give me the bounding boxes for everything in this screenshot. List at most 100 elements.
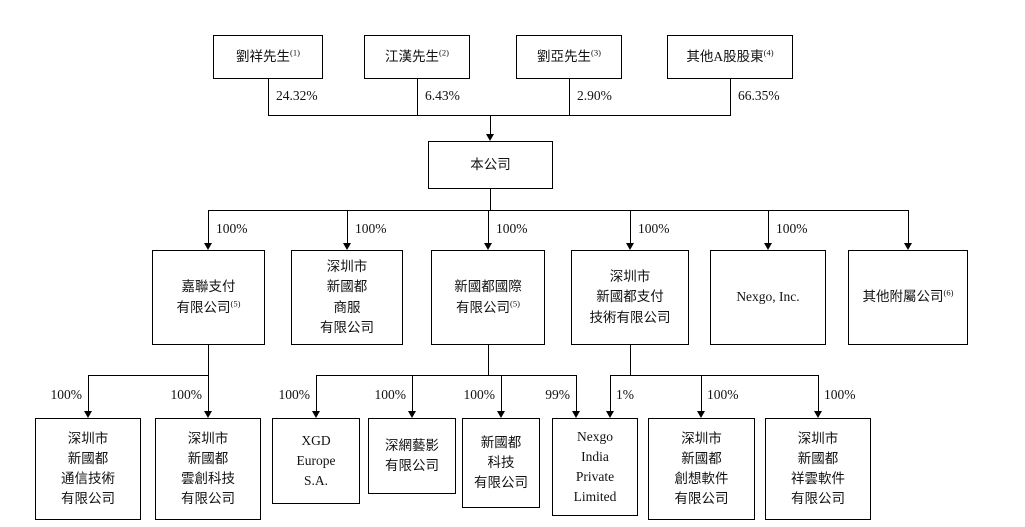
shareholder-box-liuya: 劉亞先生(3) (516, 35, 622, 79)
box-line: 新國都 (797, 450, 839, 466)
connector-line (268, 79, 269, 115)
box-line: S.A. (303, 473, 328, 489)
pct-xgd-europe: 100% (278, 387, 311, 402)
pct-jialian: 100% (216, 221, 248, 236)
box-line: Europe (296, 452, 336, 468)
sub2-box-yunchuang-tech: 深圳市 新國都 雲創科技 有限公司 (155, 418, 261, 520)
box-line: 深圳市 (609, 269, 651, 285)
connector-line (417, 79, 418, 115)
arrowhead-icon (606, 411, 614, 418)
connector-line (490, 115, 491, 134)
pct-xgd-international: 100% (496, 221, 528, 236)
box-line: Nexgo (577, 428, 613, 444)
box-line: 有限公司(5) (177, 298, 241, 318)
box-line: 有限公司 (474, 475, 528, 491)
subsidiary-box-other-subsidiaries: 其他附屬公司(6) (848, 250, 968, 345)
footnote-ref: (2) (439, 47, 449, 58)
pct-nexgo-inc: 100% (776, 221, 808, 236)
box-line: 深網藝影 (385, 437, 439, 453)
connector-line (412, 375, 413, 411)
sub2-box-shenwang-yiying: 深網藝影 有限公司 (368, 418, 456, 494)
arrowhead-icon (312, 411, 320, 418)
arrowhead-icon (764, 243, 772, 250)
connector-line (208, 210, 209, 243)
connector-line (768, 210, 769, 243)
pct-nexgo-india-1: 1% (616, 387, 634, 402)
shareholder-box-other-a-shareholders: 其他A股股東(4) (667, 35, 793, 79)
connector-line (316, 375, 577, 376)
box-line-text: 其他A股股東 (686, 48, 764, 64)
box-line: 劉祥先生(1) (236, 47, 300, 67)
connector-line (630, 345, 631, 375)
pct-xgd-technology: 100% (463, 387, 496, 402)
subsidiary-box-payment-technology: 深圳市 新國都支付 技術有限公司 (571, 250, 689, 345)
connector-line (908, 210, 909, 243)
box-line-text: 江漢先生 (385, 48, 440, 64)
footnote-ref: (5) (230, 298, 241, 308)
box-line: 深圳市 (326, 259, 368, 274)
box-line: 劉亞先生(3) (537, 47, 601, 67)
subsidiary-box-nexgo-inc: Nexgo, Inc. (710, 250, 826, 345)
arrowhead-icon (486, 134, 494, 141)
arrowhead-icon (904, 243, 912, 250)
box-line: 有限公司 (181, 491, 235, 507)
footnote-ref: (5) (510, 298, 520, 308)
footnote-ref: (1) (290, 47, 300, 58)
connector-line (630, 210, 631, 243)
box-line: 有限公司 (791, 491, 845, 507)
pct-chuangxiang-software: 100% (707, 387, 739, 402)
box-line: 有限公司 (385, 458, 439, 473)
connector-line (569, 79, 570, 115)
connector-line (268, 115, 731, 116)
box-line: 深圳市 (797, 430, 839, 446)
box-line-text: 其他附屬公司 (862, 289, 944, 305)
pct-liuya: 2.90% (577, 88, 612, 103)
box-line: 新國都國際 (454, 279, 522, 295)
box-line: 有限公司 (61, 491, 115, 507)
footnote-ref: (3) (591, 47, 601, 58)
box-line: 祥雲軟件 (791, 471, 845, 486)
box-line: 新國都支付 (596, 289, 664, 305)
box-line: 其他A股股東(4) (686, 47, 773, 67)
company-box: 本公司 (428, 141, 553, 189)
box-line: 新國都 (480, 434, 522, 450)
box-line: India (581, 448, 609, 464)
sub2-box-nexgo-india: Nexgo India Private Limited (552, 418, 638, 516)
box-line: 其他附屬公司(6) (863, 287, 954, 307)
subsidiary-box-xgd-international: 新國都國際 有限公司(5) (431, 250, 545, 345)
connector-line (490, 189, 491, 210)
box-line-text: 有限公司 (456, 299, 511, 315)
pct-yunchuang-tech: 100% (170, 387, 203, 402)
arrowhead-icon (408, 411, 416, 418)
box-line: 科技 (487, 454, 515, 470)
subsidiary-box-jialian-payment: 嘉聯支付 有限公司(5) (152, 250, 265, 345)
box-line: Nexgo, Inc. (736, 289, 800, 305)
box-line: Limited (573, 489, 617, 505)
box-line: XGD (301, 432, 331, 448)
box-line: 嘉聯支付 (181, 279, 236, 295)
pct-nexgo-india-99: 99% (545, 387, 570, 402)
box-line: 通信技術 (61, 471, 115, 486)
box-line-text: 有限公司 (176, 299, 231, 315)
connector-line (208, 345, 209, 375)
box-line: 深圳市 (681, 430, 722, 446)
subsidiary-box-shangfu: 深圳市 新國都 商服 有限公司 (291, 250, 403, 345)
sub2-box-communication-tech: 深圳市 新國都 通信技術 有限公司 (35, 418, 141, 520)
arrowhead-icon (204, 243, 212, 250)
connector-line (610, 375, 819, 376)
pct-communication-tech: 100% (50, 387, 83, 402)
footnote-ref: (6) (943, 287, 954, 298)
connector-line (208, 375, 209, 411)
shareholder-box-jianghan: 江漢先生(2) (364, 35, 470, 79)
box-line: 雲創科技 (181, 471, 235, 486)
connector-line (610, 375, 611, 411)
connector-line (316, 375, 317, 411)
box-line: 深圳市 (187, 430, 229, 446)
footnote-ref: (4) (763, 47, 774, 58)
connector-line (88, 375, 209, 376)
arrowhead-icon (497, 411, 505, 418)
arrowhead-icon (572, 411, 580, 418)
pct-payment-technology: 100% (638, 221, 670, 236)
pct-xiangyun-software: 100% (824, 387, 856, 402)
